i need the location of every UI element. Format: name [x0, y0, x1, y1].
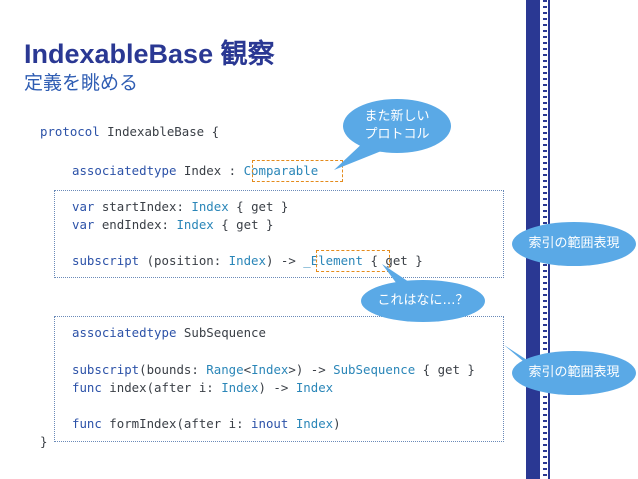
- code-text: startIndex:: [94, 199, 192, 214]
- slide-title: IndexableBase 観察: [24, 39, 275, 69]
- element-highlight-box: [316, 250, 390, 272]
- callout-bubble-new-protocol: [343, 99, 451, 153]
- callout-line-2: プロトコル: [364, 127, 430, 142]
- code-text: SubSequence: [176, 325, 266, 340]
- code-text: endIndex:: [94, 217, 177, 232]
- code-type: Index: [295, 380, 334, 395]
- code-text: <: [243, 362, 252, 377]
- code-line-associatedtype-index: associatedtype Index : Comparable: [72, 163, 318, 179]
- code-line-subscript-position: subscript (position: Index) -> _Element …: [72, 253, 423, 269]
- code-type: Index: [221, 380, 259, 395]
- code-text: ): [333, 416, 341, 431]
- code-text: formIndex(after i:: [101, 416, 252, 431]
- callout-text-range-1: 索引の範囲表現: [528, 236, 620, 251]
- callout-bubble-what-is-this: [361, 280, 485, 322]
- code-type: Index: [191, 199, 229, 214]
- code-text: { get }: [228, 199, 289, 214]
- code-line-end-index: var endIndex: Index { get }: [72, 217, 273, 233]
- code-text: { get }: [362, 253, 423, 268]
- code-line-closing-brace: }: [40, 434, 47, 450]
- code-text: (position:: [139, 253, 229, 268]
- code-line-subscript-bounds: subscript(bounds: Range<Index>) -> SubSe…: [72, 362, 475, 378]
- code-line-start-index: var startIndex: Index { get }: [72, 199, 288, 215]
- code-text: Index :: [176, 163, 244, 178]
- code-type: SubSequence: [333, 362, 416, 377]
- code-keyword: var: [72, 199, 95, 214]
- code-keyword: var: [72, 217, 95, 232]
- code-keyword: func: [72, 380, 102, 395]
- code-type: Index: [295, 416, 334, 431]
- callout-text-what-is-this: これはなに…？: [377, 293, 469, 308]
- code-text: (bounds:: [139, 362, 207, 377]
- code-type: Index: [176, 217, 214, 232]
- callout-bubble-range-2: [512, 351, 636, 395]
- code-text: >) ->: [288, 362, 334, 377]
- code-line-index-after: func index(after i: Index) -> Index: [72, 380, 333, 396]
- code-text: ) ->: [265, 253, 304, 268]
- code-keyword: protocol: [40, 124, 100, 139]
- code-text: IndexableBase {: [99, 124, 220, 139]
- code-type: Comparable: [243, 163, 319, 178]
- code-text: }: [40, 434, 48, 449]
- callout-text-new-protocol: また新しい プロトコル: [348, 106, 446, 146]
- callout-text-range-2: 索引の範囲表現: [528, 365, 620, 380]
- code-keyword: associatedtype: [72, 325, 177, 340]
- code-keyword: subscript: [72, 253, 140, 268]
- code-type: Range: [206, 362, 244, 377]
- code-text: { get }: [213, 217, 274, 232]
- code-type: Index: [251, 362, 289, 377]
- code-text: { get }: [415, 362, 475, 377]
- code-type-element: _Element: [303, 253, 363, 268]
- code-line-protocol: protocol IndexableBase {: [40, 124, 219, 140]
- code-keyword: associatedtype: [72, 163, 177, 178]
- callout-bubble-range-1: [512, 222, 636, 266]
- slide-subtitle: 定義を眺める: [24, 72, 139, 94]
- callout-line-1: また新しい: [364, 109, 430, 124]
- code-text: index(after i:: [101, 380, 222, 395]
- code-keyword: subscript: [72, 362, 140, 377]
- code-line-form-index: func formIndex(after i: inout Index): [72, 416, 341, 432]
- comparable-highlight-box: [252, 160, 343, 182]
- code-keyword: func: [72, 416, 102, 431]
- subsequence-members-group: [54, 316, 504, 442]
- code-type: Index: [228, 253, 266, 268]
- code-line-associatedtype-subsequence: associatedtype SubSequence: [72, 325, 266, 341]
- index-members-group: [54, 190, 504, 278]
- code-text: ) ->: [258, 380, 296, 395]
- code-keyword: inout: [251, 416, 289, 431]
